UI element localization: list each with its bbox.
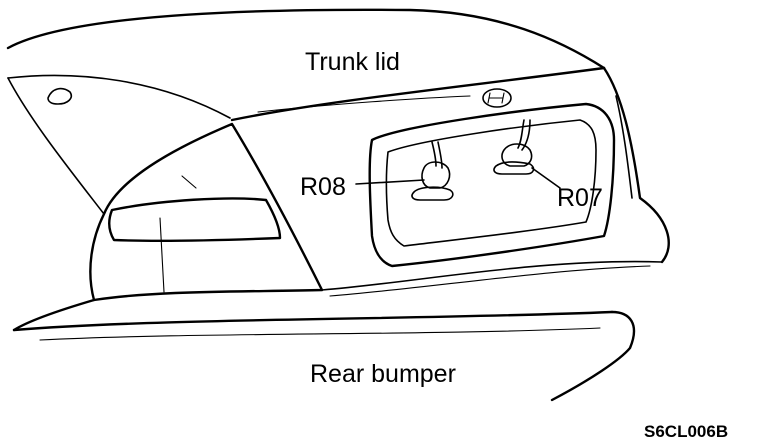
trunk-bump-detail — [47, 87, 73, 105]
left-tail-lamp-divider — [159, 217, 165, 293]
connector-r07-socket — [493, 161, 535, 175]
leader-line-r08 — [355, 179, 425, 185]
connector-r07-wire-b — [521, 119, 531, 151]
license-plate-recess-outer — [368, 102, 616, 268]
trunk-lid-label: Trunk lid — [305, 48, 400, 76]
left-tail-lamp-top-line — [181, 175, 197, 189]
leader-line-r07 — [531, 167, 561, 189]
rear-bumper-lower-edge — [12, 310, 614, 332]
left-tail-lamp-lens — [108, 197, 282, 243]
right-body-contour — [602, 66, 670, 264]
rear-bumper-outline — [12, 298, 96, 332]
connector-r08-label: R08 — [300, 173, 346, 201]
connector-r07-label: R07 — [557, 184, 603, 212]
left-fender-line — [7, 77, 105, 215]
rear-bumper-contour — [39, 327, 601, 341]
connector-r07-wire — [517, 119, 525, 149]
trunk-lower-trim-inner — [329, 265, 651, 297]
connector-r07-body — [501, 143, 533, 167]
right-quarter-inner — [615, 95, 633, 199]
brand-logo-glyph — [487, 92, 505, 104]
connector-r08-wire-b — [437, 141, 443, 169]
left-tail-lamp-housing — [89, 122, 324, 302]
roof-outline — [6, 8, 606, 70]
rear-window-lower-edge — [7, 74, 231, 119]
license-plate-recess-inner — [385, 119, 597, 247]
brand-logo-icon — [482, 88, 512, 108]
trunk-lid-edge — [230, 66, 606, 122]
connector-r08-socket — [411, 186, 454, 201]
trunk-crease — [257, 95, 471, 113]
connector-r08-wire — [431, 141, 437, 167]
figure-code: S6CL006B — [644, 422, 729, 441]
trunk-lower-trim — [321, 260, 663, 291]
rear-bumper-right-edge — [550, 310, 636, 402]
rear-bumper-label: Rear bumper — [310, 360, 456, 388]
